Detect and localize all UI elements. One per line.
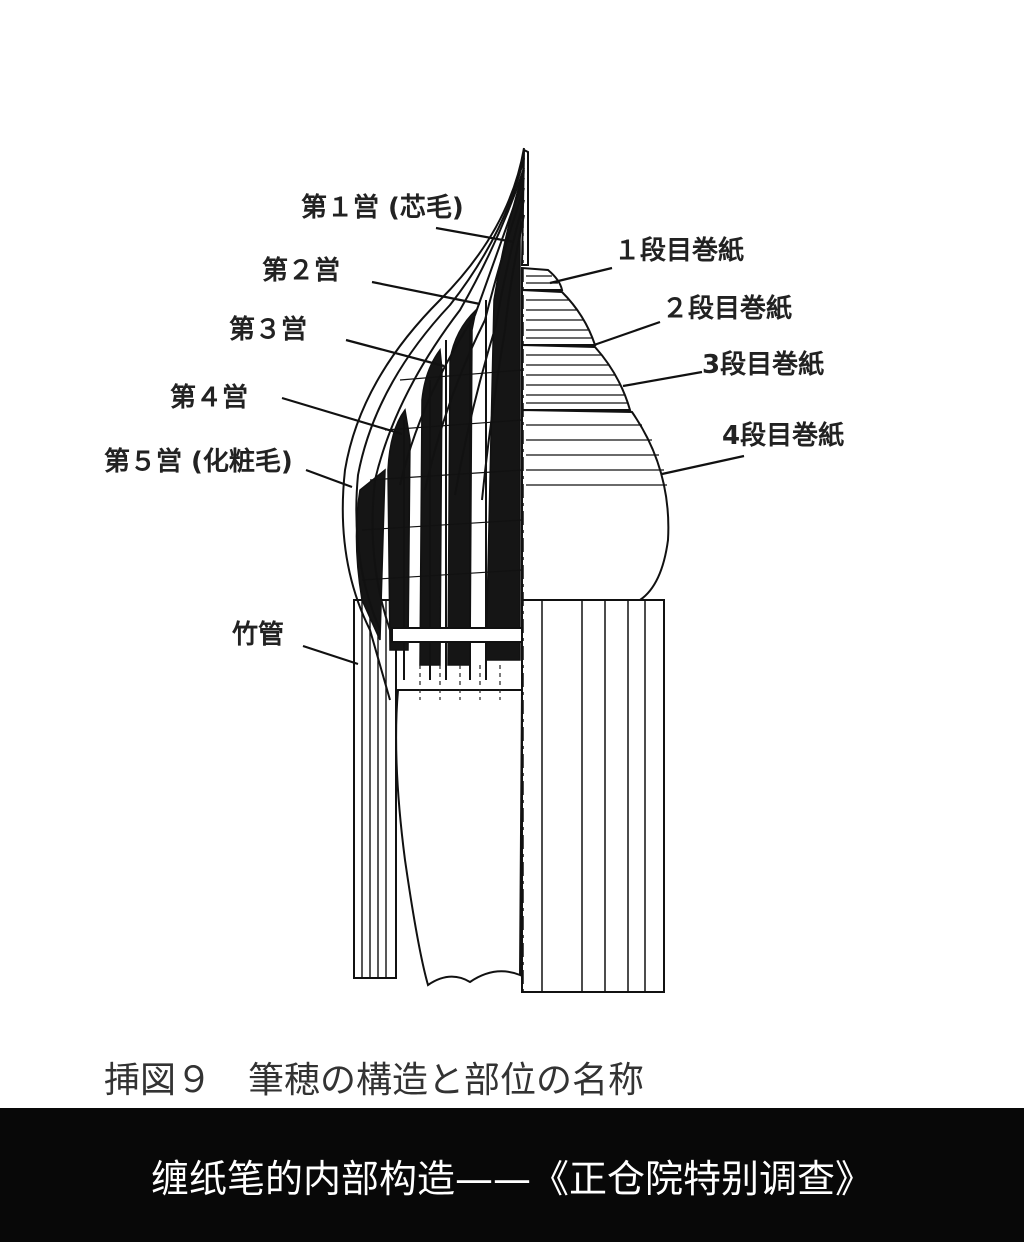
figure-area: 第１営 (芯毛) 第２営 第３営 第４営 第５営 (化粧毛) 竹管 １段目巻紙 … <box>0 0 1024 1108</box>
wrap-4 <box>522 410 668 600</box>
tube-left <box>354 600 396 978</box>
hair-layers <box>356 170 524 665</box>
label-tube: 竹管 <box>231 620 284 650</box>
label-wrap-4: 4段目巻紙 <box>722 420 844 451</box>
wrap-1 <box>522 268 562 290</box>
layer-2-core <box>448 310 476 665</box>
brush-structure-diagram: 第１営 (芯毛) 第２営 第３営 第４営 第５営 (化粧毛) 竹管 １段目巻紙 … <box>0 0 1024 1108</box>
label-wrap-3: 3段目巻紙 <box>702 349 824 380</box>
label-layer-2: 第２営 <box>262 255 340 286</box>
hair-tail <box>396 690 522 985</box>
tube-right <box>522 600 664 992</box>
label-layer-5: 第５営 (化粧毛) <box>104 446 293 477</box>
subtitle-text: 缠纸笔的内部构造——《正仓院特别调查》 <box>0 1160 1024 1198</box>
label-layer-4: 第４営 <box>170 382 248 413</box>
layer-4-core <box>388 410 410 650</box>
label-layer-3: 第３営 <box>229 314 307 345</box>
label-wrap-1: １段目巻紙 <box>614 235 744 266</box>
tube-peg <box>392 628 522 642</box>
wrap-2 <box>522 290 595 345</box>
label-layer-1: 第１営 (芯毛) <box>301 192 464 223</box>
label-wrap-2: ２段目巻紙 <box>662 293 792 324</box>
figure-caption: 挿図９ 筆穂の構造と部位の名称 <box>104 1060 644 1101</box>
